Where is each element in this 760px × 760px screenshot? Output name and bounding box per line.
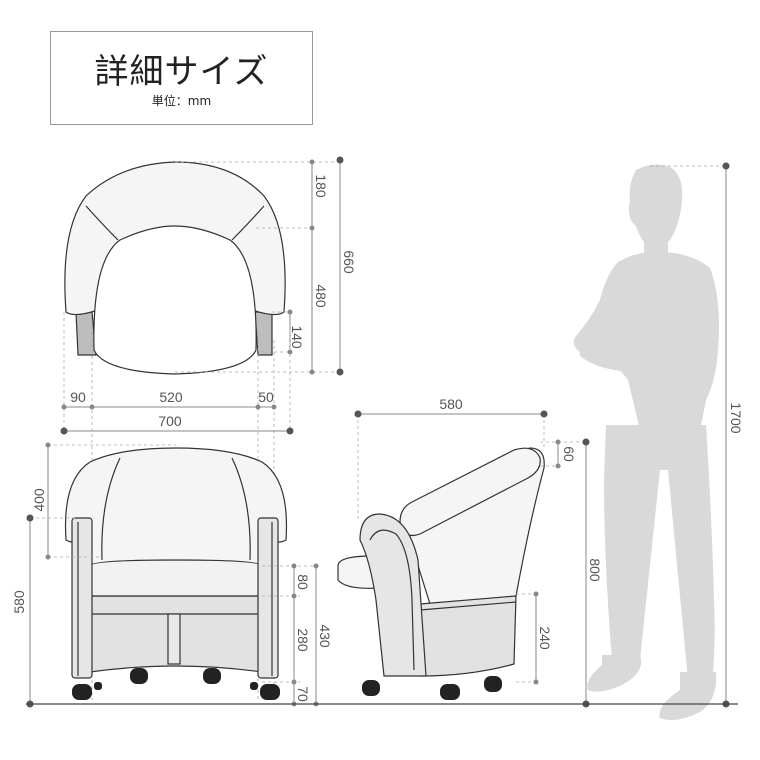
front-back-height-label: 400 xyxy=(31,488,47,512)
side-casters xyxy=(362,676,502,700)
person-height-label: 1700 xyxy=(728,402,744,433)
title-box: 詳細サイズ 単位：mm xyxy=(50,31,313,125)
top-left-armpost xyxy=(75,311,97,356)
top-width-right-label: 50 xyxy=(258,389,274,405)
front-cushion-height-label: 80 xyxy=(295,574,311,590)
top-left-seam xyxy=(85,205,119,241)
top-view-dimensions: 180 480 140 660 90 520 50 700 xyxy=(60,156,357,700)
side-depth-total-label: 580 xyxy=(439,396,463,412)
side-base xyxy=(419,595,517,677)
top-width-seat-label: 520 xyxy=(159,389,183,405)
top-depth-armfront-label: 140 xyxy=(289,325,305,349)
front-base-height-label: 280 xyxy=(295,628,311,652)
person-dimensions: 1700 xyxy=(650,162,744,708)
front-seat-height-label: 430 xyxy=(317,624,333,648)
side-total-height-label: 800 xyxy=(587,558,603,582)
top-right-seam xyxy=(231,205,265,241)
top-width-total-label: 700 xyxy=(158,413,182,429)
front-left-armpost xyxy=(71,517,93,679)
top-depth-back-label: 180 xyxy=(313,174,329,198)
page-title: 詳細サイズ xyxy=(94,52,269,92)
top-seat xyxy=(93,225,257,375)
top-view-chair xyxy=(64,161,286,375)
front-right-armpost xyxy=(257,517,279,679)
side-view-dimensions: 580 60 800 240 xyxy=(354,396,603,708)
front-casters xyxy=(72,668,280,700)
person-silhouette xyxy=(573,164,719,720)
front-view-chair xyxy=(64,447,288,700)
side-base-height-label: 240 xyxy=(537,626,553,650)
side-top-height-label: 60 xyxy=(561,446,577,462)
side-headrest xyxy=(399,447,541,537)
top-depth-seat-label: 480 xyxy=(313,284,329,308)
top-width-left-label: 90 xyxy=(70,389,86,405)
unit-label: 単位：mm xyxy=(151,94,212,108)
side-arm-frame xyxy=(359,513,427,677)
top-right-armpost xyxy=(254,311,273,356)
front-cushion xyxy=(89,559,263,597)
front-caster-height-label: 70 xyxy=(295,686,311,702)
front-view-dimensions: 400 580 80 280 70 430 xyxy=(11,442,333,708)
top-depth-total-label: 660 xyxy=(341,250,357,274)
front-arm-height-label: 580 xyxy=(11,590,27,614)
side-view-chair xyxy=(337,447,545,700)
